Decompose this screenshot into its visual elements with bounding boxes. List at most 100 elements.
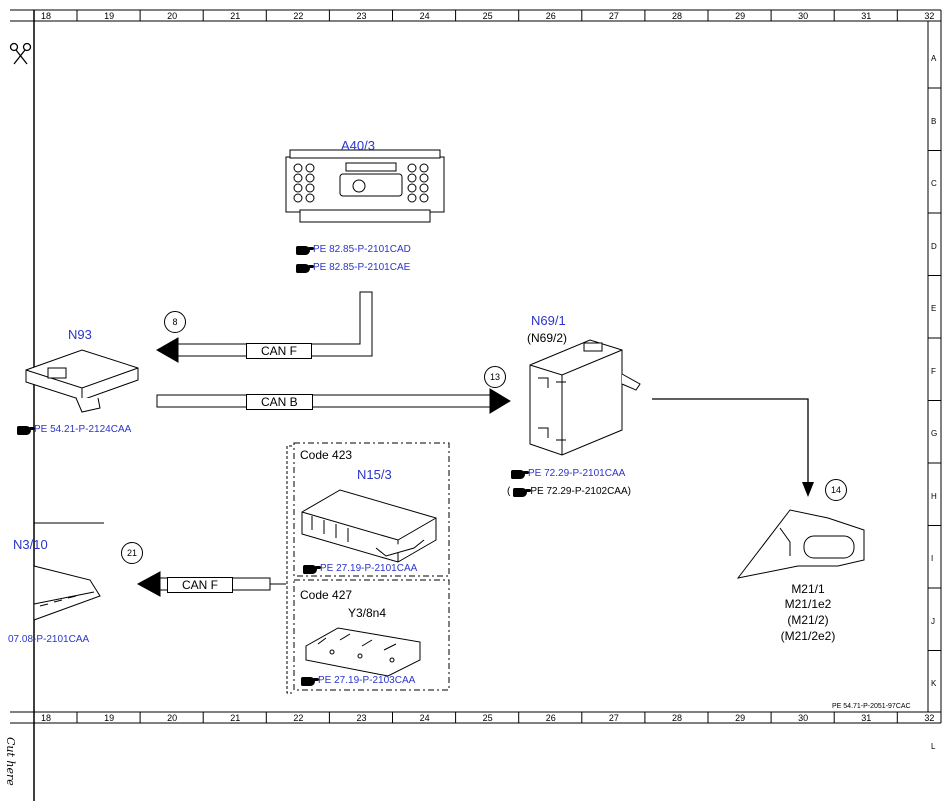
ruler-column-30: 30: [798, 11, 809, 21]
knob: [419, 163, 429, 173]
knob: [293, 183, 303, 193]
n93-ref-link[interactable]: PE 54.21-P-2124CAA: [34, 424, 132, 435]
knob: [407, 163, 417, 173]
n93-module-drawing: [25, 349, 139, 413]
marker-13: 13: [484, 366, 506, 388]
ruler-column-21: 21: [230, 713, 241, 723]
knob: [419, 173, 429, 183]
ruler-column-31: 31: [861, 713, 872, 723]
ruler-column-24: 24: [419, 11, 430, 21]
n93-ref[interactable]: PE 54.21-P-2124CAA: [17, 423, 131, 437]
knob: [407, 173, 417, 183]
code-427: Code 427: [300, 588, 353, 602]
n69-ref-1[interactable]: PE 72.29-P-2101CAA: [511, 467, 625, 481]
n3-ref[interactable]: 07.08-P-2101CAA: [8, 634, 90, 645]
n15-ref[interactable]: PE 27.19-P-2101CAA: [303, 562, 417, 576]
ruler-row-G: G: [931, 429, 938, 438]
y3-plate-drawing: [305, 627, 421, 677]
knob: [419, 193, 429, 203]
ruler-column-28: 28: [671, 713, 682, 723]
ruler-column-23: 23: [356, 11, 367, 21]
m21-line-2: M21/1e2: [784, 597, 832, 611]
y3-ref[interactable]: PE 27.19-P-2103CAA: [301, 674, 415, 688]
ruler-row-D: D: [931, 241, 937, 251]
ruler-row-E: E: [931, 304, 937, 313]
knob: [293, 193, 303, 203]
marker-14: 14: [825, 479, 847, 501]
n69-ref-2-link[interactable]: PE 72.29-P-2102CAA): [530, 486, 631, 497]
a40-ref-1-link[interactable]: PE 82.85-P-2101CAD: [313, 244, 411, 255]
can-f-top-label: CAN F: [246, 343, 312, 359]
code-423: Code 423: [300, 448, 353, 462]
doc-ref: PE 54.71-P-2051-97CAC: [832, 703, 911, 710]
knob: [293, 173, 303, 183]
ruler-column-30: 30: [798, 713, 809, 723]
ruler-column-22: 22: [293, 11, 304, 21]
ruler-column-25: 25: [482, 713, 493, 723]
n69-name: N69/1: [531, 313, 566, 328]
ruler-column-28: 28: [671, 11, 682, 21]
knob: [305, 193, 315, 203]
n69-module-drawing: [529, 339, 641, 456]
n69-ref-2-paren: (: [507, 486, 511, 497]
y3-name: Y3/8n4: [348, 606, 387, 620]
ruler-column-26: 26: [545, 11, 556, 21]
marker-21: 21: [121, 542, 143, 564]
n69-ref-2[interactable]: ( PE 72.29-P-2102CAA): [507, 485, 631, 499]
a40-ref-2-link[interactable]: PE 82.85-P-2101CAE: [313, 262, 411, 273]
ruler-column-19: 19: [104, 11, 115, 21]
hand-pointer-icon: [17, 425, 35, 435]
n69-ref-1-link[interactable]: PE 72.29-P-2101CAA: [528, 468, 626, 479]
ruler-column-21: 21: [230, 11, 241, 21]
n15-name: N15/3: [357, 467, 392, 482]
ruler-column-25: 25: [482, 11, 493, 21]
hand-pointer-icon: [511, 469, 529, 479]
n3-module-drawing: [33, 522, 104, 621]
mirror-wire: [652, 398, 814, 497]
y3-ref-link[interactable]: PE 27.19-P-2103CAA: [318, 675, 416, 686]
knob: [305, 173, 315, 183]
n15-module-drawing: [301, 489, 437, 563]
knob: [293, 163, 303, 173]
ruler-column-32: 32: [924, 713, 935, 723]
n15-ref-link[interactable]: PE 27.19-P-2101CAA: [320, 563, 418, 574]
m21-line-1: M21/1: [791, 582, 825, 596]
ruler-column-20: 20: [167, 713, 178, 723]
ruler-row-B: B: [931, 116, 937, 126]
a40-ref-2[interactable]: PE 82.85-P-2101CAE: [296, 261, 410, 275]
n3-name: N3/10: [13, 537, 48, 552]
ruler-column-24: 24: [419, 713, 430, 723]
ruler-column-29: 29: [735, 713, 746, 723]
ruler-row-H: H: [931, 491, 937, 501]
knob: [407, 183, 417, 193]
hand-pointer-icon: [296, 263, 314, 273]
a40-ref-1[interactable]: PE 82.85-P-2101CAD: [296, 243, 411, 257]
ruler-column-29: 29: [735, 11, 746, 21]
scissors-icon: [9, 42, 32, 65]
knob: [407, 193, 417, 203]
can-f-bottom-label: CAN F: [167, 577, 233, 593]
ruler-column-31: 31: [861, 11, 872, 21]
can-b-label: CAN B: [246, 394, 313, 410]
a40-name: A40/3: [341, 138, 375, 153]
ruler-row-I: I: [931, 554, 934, 563]
a40-head-unit-drawing: [285, 149, 445, 223]
ruler-column-20: 20: [167, 11, 178, 21]
ruler-row-L: L: [931, 741, 936, 751]
knob: [305, 183, 315, 193]
ruler-row-A: A: [931, 54, 937, 63]
ruler-column-18: 18: [40, 11, 51, 21]
hand-pointer-icon: [513, 487, 532, 497]
ruler-column-18: 18: [40, 713, 51, 723]
ruler-column-27: 27: [608, 713, 619, 723]
ruler-column-27: 27: [608, 11, 619, 21]
mirror-drawing: [736, 509, 865, 579]
ruler-row-C: C: [931, 179, 937, 188]
ruler-row-J: J: [931, 616, 935, 626]
ruler-row-F: F: [931, 366, 936, 376]
cut-here-text: Cut here: [4, 737, 17, 786]
n69-alt: (N69/2): [527, 331, 568, 345]
can-b-wire: [156, 388, 511, 414]
